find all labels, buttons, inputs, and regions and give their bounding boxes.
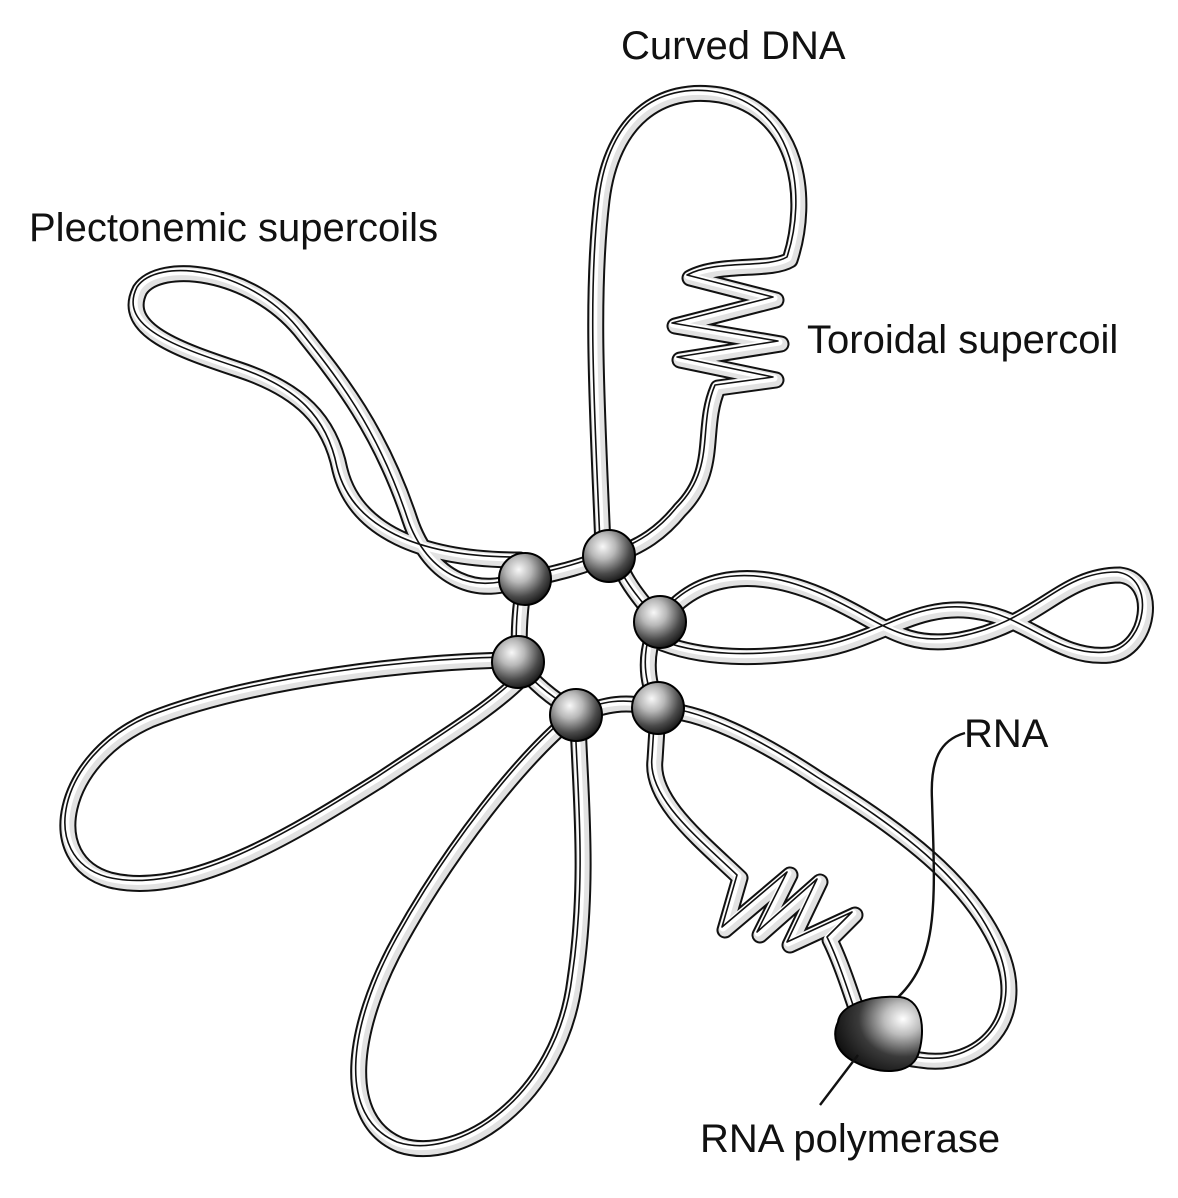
transcription-loop (646, 701, 1018, 1070)
rna-polymerase-label: RNA polymerase (700, 1117, 1001, 1161)
dna-ribbon-edge (591, 89, 797, 550)
dna-ribbon-edge (64, 656, 518, 882)
plectonemic-supercoils-label: Plectonemic supercoils (29, 206, 439, 250)
dna-ribbon-edge (651, 571, 1144, 655)
loop-anchor-proteins (491, 529, 687, 742)
left-loop (59, 651, 529, 892)
toroidal-supercoil-label: Toroidal supercoil (807, 318, 1119, 362)
anchor-bead (631, 681, 685, 735)
anchor-bead (633, 595, 687, 649)
rna-polymerase (834, 995, 923, 1073)
dna-ribbon-edge (132, 269, 523, 584)
anchor-bead (582, 529, 636, 583)
dna-ribbon-edge (650, 706, 1007, 1060)
bottom-loop (350, 706, 592, 1158)
rna-label: RNA (964, 712, 1049, 756)
plectonemic-supercoil-right (646, 566, 1154, 666)
dna-ribbon-edge (354, 711, 581, 1147)
anchor-bead (498, 552, 552, 606)
dna-ribbon-layer (649, 704, 1011, 1063)
curved-dna-loop (587, 84, 808, 561)
dna-ribbon-layer (590, 87, 801, 554)
curved-dna-label: Curved DNA (621, 24, 846, 68)
plectonemic-supercoil-left (127, 265, 534, 595)
rna-polymerase-leader-line (819, 1054, 859, 1106)
anchor-bead (491, 635, 545, 689)
rna-leader-line (894, 731, 966, 1001)
dna-ribbon-layer (129, 267, 532, 593)
anchor-bead (549, 688, 603, 742)
